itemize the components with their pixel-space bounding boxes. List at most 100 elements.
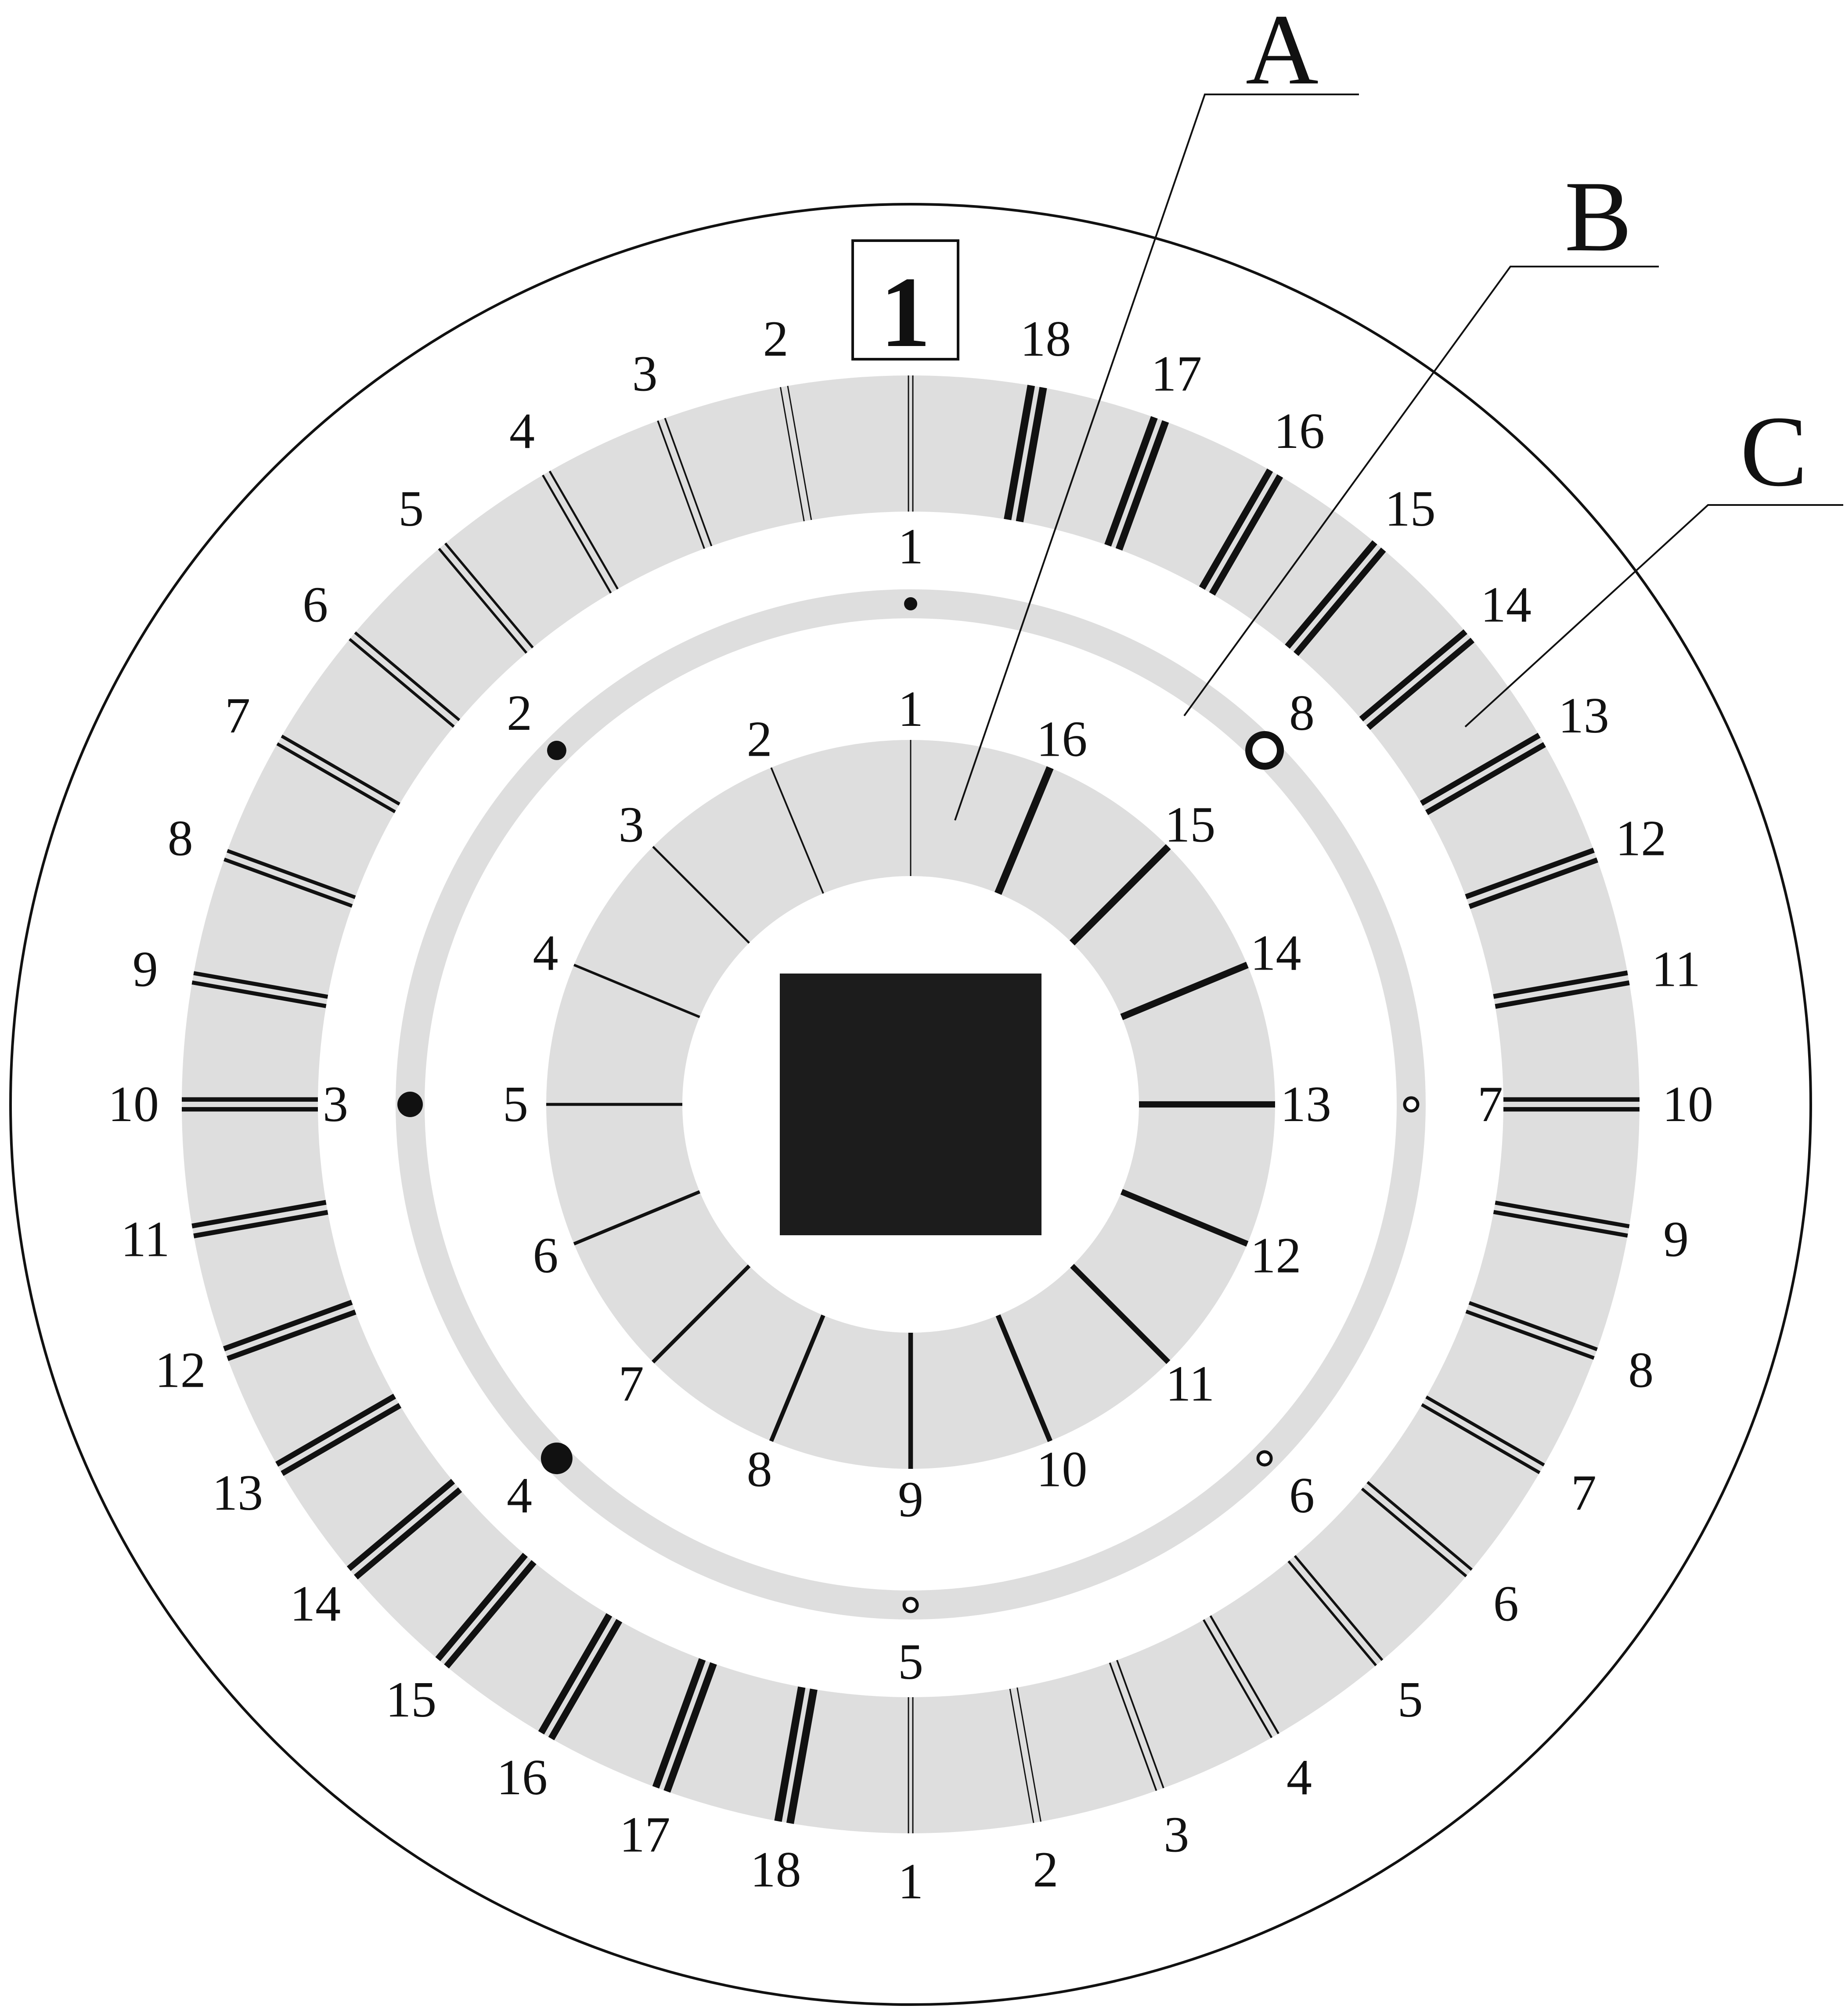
outer-ring-mark-line — [191, 980, 327, 1008]
outer-ring-mark-line — [664, 418, 713, 547]
outer-ring-mark-label: 4 — [509, 403, 535, 459]
outer-ring-mark-label: 5 — [1398, 1672, 1423, 1728]
outer-ring-mark-line — [1493, 970, 1628, 999]
outer-ring-mark-line — [1366, 1481, 1473, 1571]
outer-ring-mark-label: 18 — [750, 1842, 801, 1898]
inner-ring-mark-label: 11 — [1166, 1356, 1215, 1412]
outer-ring-mark-label: 10 — [108, 1076, 159, 1132]
inner-ring-mark-label: 6 — [533, 1227, 559, 1284]
outer-ring-mark-line — [276, 742, 396, 813]
outer-ring-mark-label: 13 — [212, 1465, 263, 1521]
outer-ring-mark-line — [787, 386, 812, 520]
outer-ring-mark-line — [435, 1553, 528, 1662]
outer-ring-mark-label: 5 — [398, 481, 424, 537]
outer-ring-mark-line — [193, 971, 328, 999]
outer-ring-mark-line — [1199, 468, 1273, 590]
middle-ring-dot-label: 3 — [323, 1076, 348, 1132]
inner-ring-mark — [652, 1264, 751, 1363]
inner-ring-mark-label: 15 — [1164, 797, 1215, 853]
middle-ring-dot-label: 8 — [1289, 685, 1315, 741]
callout-b-label: B — [1564, 160, 1632, 272]
inner-ring-mark-label: 12 — [1250, 1227, 1301, 1284]
outer-ring-mark-label: 6 — [303, 577, 328, 633]
middle-ring-dot-label: 1 — [898, 519, 923, 575]
outer-ring-mark-label: 7 — [225, 688, 250, 744]
outer-ring-mark-line — [1016, 1687, 1041, 1822]
outer-ring-mark-line — [1116, 1659, 1164, 1789]
inner-ring-mark-label: 9 — [898, 1471, 923, 1528]
inner-ring-mark — [573, 1190, 701, 1246]
outer-ring-mark-line — [1366, 638, 1475, 730]
outer-ring-mark-line — [657, 420, 705, 549]
outer-ring-mark-label: 17 — [1151, 346, 1202, 402]
middle-ring-dot — [547, 740, 566, 760]
outer-ring-mark-line — [1468, 857, 1598, 909]
outer-ring-mark-line — [281, 735, 400, 806]
outer-ring-mark-line — [1104, 416, 1158, 547]
inner-ring-mark — [769, 1314, 825, 1442]
outer-ring-mark-label: 15 — [386, 1672, 436, 1728]
outer-ring-mark-line — [538, 1613, 613, 1735]
middle-ring-dot — [541, 1443, 573, 1475]
outer-ring-mark-line — [542, 474, 612, 594]
outer-ring-mark-line — [349, 638, 455, 728]
outer-ring-mark-label: 3 — [632, 346, 658, 402]
outer-ring-mark-line — [223, 1300, 353, 1352]
outer-ring-mark-line — [1294, 1555, 1384, 1661]
outer-ring-mark-label: 10 — [1662, 1076, 1713, 1132]
inner-ring-mark — [995, 1314, 1052, 1443]
outer-ring-mark-line — [1285, 540, 1377, 649]
outer-ring-mark-line — [223, 858, 353, 908]
callout-a-leader — [954, 94, 1359, 821]
outer-ring-mark-label: 1 — [898, 1854, 923, 1910]
outer-ring-mark-line — [444, 1560, 537, 1669]
middle-ring-dot — [397, 1092, 423, 1117]
outer-ring-mark-label: 16 — [1274, 403, 1325, 459]
inner-ring-mark-label: 16 — [1036, 711, 1087, 768]
outer-ring-mark-line — [1209, 1615, 1279, 1735]
badge-number: 1 — [880, 256, 931, 368]
outer-ring-mark-label: 17 — [620, 1807, 670, 1863]
outer-ring-mark-line — [1209, 474, 1283, 596]
middle-ring-dot-label: 2 — [507, 685, 532, 741]
callout-c-label: C — [1740, 395, 1807, 507]
middle-ring-dot — [902, 1597, 919, 1613]
outer-ring-mark-line — [1109, 1662, 1157, 1791]
callout-b-leader — [1183, 266, 1659, 717]
outer-ring-mark-line — [548, 470, 619, 590]
outer-ring-mark-label: 8 — [168, 811, 193, 867]
outer-ring-mark-line — [1115, 420, 1169, 551]
inner-ring-mark — [1069, 844, 1171, 946]
inner-ring-mark — [995, 766, 1054, 895]
outer-ring-mark-line — [1287, 1560, 1377, 1666]
inner-ring-mark-label: 8 — [747, 1441, 772, 1497]
outer-ring-band — [182, 375, 1640, 1833]
outer-ring-mark-label: 12 — [1615, 811, 1666, 867]
middle-ring-dot — [1245, 731, 1284, 770]
outer-ring-mark-label: 7 — [1571, 1465, 1596, 1521]
outer-ring-mark-label: 2 — [763, 311, 789, 367]
outer-ring-mark-line — [774, 1686, 806, 1822]
inner-ring-mark-label: 7 — [619, 1356, 644, 1412]
outer-ring-mark-label: 12 — [155, 1342, 206, 1398]
center-square — [780, 974, 1041, 1235]
outer-ring-mark-label: 4 — [1286, 1749, 1312, 1806]
outer-ring-mark-label: 14 — [290, 1576, 341, 1632]
inner-ring-mark-label: 13 — [1280, 1076, 1331, 1132]
outer-ring-mark-label: 14 — [1481, 577, 1531, 633]
outer-ring-mark-line — [652, 1658, 706, 1789]
inner-ring-mark-label: 4 — [533, 925, 559, 981]
inner-ring-mark — [1120, 962, 1249, 1021]
outer-ring-mark-line — [1009, 1688, 1034, 1823]
outer-ring-mark-line — [275, 1393, 396, 1467]
outer-boundary-circle — [9, 203, 1812, 2006]
outer-ring-mark-label: 11 — [1651, 941, 1701, 998]
inner-ring-mark — [770, 767, 824, 894]
outer-ring-mark-line — [1016, 387, 1047, 523]
outer-ring-mark-line — [1294, 547, 1386, 656]
inner-ring-mark — [1070, 1264, 1171, 1364]
outer-ring-mark-label: 8 — [1628, 1342, 1654, 1398]
